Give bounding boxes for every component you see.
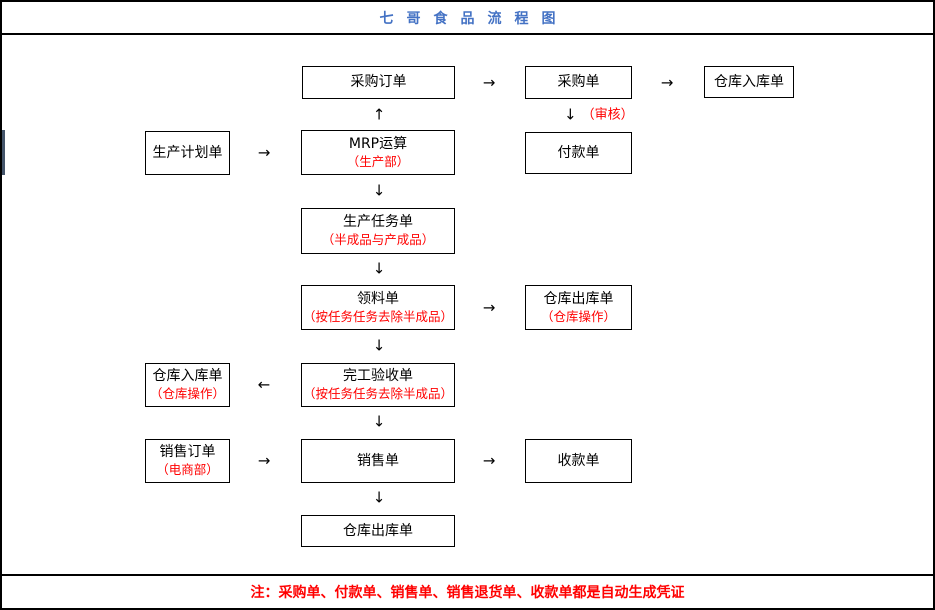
arrow-up-icon: ↑ xyxy=(372,105,386,124)
arrow-right-icon: → xyxy=(482,451,496,470)
left-accent-bar xyxy=(2,130,5,175)
arrow-right-icon: → xyxy=(660,73,674,92)
node-warehouse-inbound-left: 仓库入库单 （仓库操作） xyxy=(145,363,230,407)
node-label: 销售单 xyxy=(357,452,399,469)
header: 七哥食品流程图 xyxy=(2,2,933,35)
node-purchase: 采购单 xyxy=(525,66,632,99)
arrow-down-icon: ↓ xyxy=(372,336,386,355)
footer: 注：采购单、付款单、销售单、销售退货单、收款单都是自动生成凭证 xyxy=(2,574,933,608)
node-sales-order: 销售订单 （电商部） xyxy=(145,439,230,483)
node-sublabel: （仓库操作） xyxy=(540,308,616,324)
arrow-right-icon: → xyxy=(482,298,496,317)
node-warehouse-inbound-top: 仓库入库单 xyxy=(704,66,794,98)
node-label: 收款单 xyxy=(557,452,600,469)
node-label: 仓库入库单 xyxy=(152,368,223,385)
footer-note: 注：采购单、付款单、销售单、销售退货单、收款单都是自动生成凭证 xyxy=(250,585,685,601)
node-label: MRP运算 xyxy=(348,135,408,152)
arrow-down-icon: ↓ xyxy=(372,488,386,507)
arrow-left-icon: ← xyxy=(257,375,271,394)
node-sublabel: （按任务任务去除半成品） xyxy=(302,308,453,324)
arrow-down-icon: ↓ xyxy=(372,181,386,200)
node-warehouse-outbound-bottom: 仓库出库单 xyxy=(301,515,455,547)
node-label: 付款单 xyxy=(557,144,600,161)
node-sublabel: （按任务任务去除半成品） xyxy=(302,386,453,401)
node-payment: 付款单 xyxy=(525,132,632,174)
node-label: 生产计划单 xyxy=(152,144,223,161)
node-sublabel: （电商部） xyxy=(156,462,219,477)
node-production-plan: 生产计划单 xyxy=(145,131,230,175)
node-sublabel: （半成品与产成品） xyxy=(321,232,435,247)
page-title: 七哥食品流程图 xyxy=(379,10,569,27)
node-label: 仓库入库单 xyxy=(714,73,784,90)
arrow-right-icon: → xyxy=(257,451,271,470)
arrow-right-icon: → xyxy=(257,143,271,162)
node-label: 领料单 xyxy=(357,290,399,307)
node-mrp: MRP运算 （生产部） xyxy=(301,130,455,175)
arrow-down-icon: ↓ xyxy=(564,105,577,124)
node-label: 仓库出库单 xyxy=(343,522,413,539)
arrow-down-icon: ↓ xyxy=(372,412,386,431)
arrow-down-icon: ↓ xyxy=(372,259,386,278)
node-warehouse-outbound-mid: 仓库出库单 （仓库操作） xyxy=(525,285,632,330)
node-label: 完工验收单 xyxy=(343,368,413,385)
audit-annotation-text: （审核） xyxy=(581,107,634,123)
node-receipt: 收款单 xyxy=(525,439,632,483)
node-sublabel: （生产部） xyxy=(346,153,410,169)
node-label: 采购订单 xyxy=(350,74,407,91)
node-production-task: 生产任务单 （半成品与产成品） xyxy=(301,208,455,254)
audit-annotation: ↓ （审核） xyxy=(564,105,634,124)
node-label: 采购单 xyxy=(557,74,600,91)
node-material-requisition: 领料单 （按任务任务去除半成品） xyxy=(301,285,455,330)
node-purchase-order: 采购订单 xyxy=(302,66,455,99)
node-completion-acceptance: 完工验收单 （按任务任务去除半成品） xyxy=(301,363,455,407)
node-label: 销售订单 xyxy=(159,444,216,461)
arrow-right-icon: → xyxy=(482,73,496,92)
node-label: 生产任务单 xyxy=(343,214,413,231)
node-label: 仓库出库单 xyxy=(543,290,614,307)
node-sales: 销售单 xyxy=(301,439,455,483)
node-sublabel: （仓库操作） xyxy=(149,386,225,401)
